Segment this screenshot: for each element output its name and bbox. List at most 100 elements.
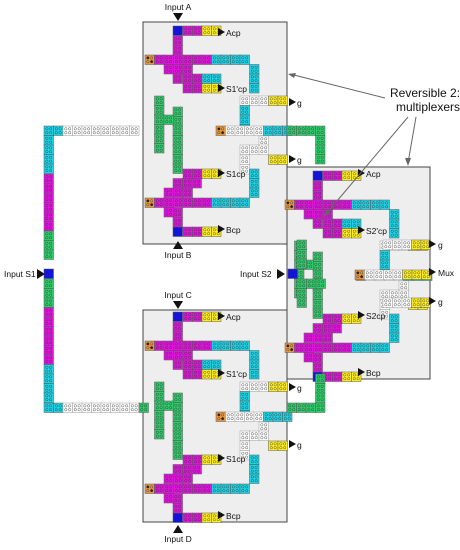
cyan-qca-cell	[389, 313, 400, 324]
blue-qca-cell	[43, 268, 54, 279]
yellow-qca-cell	[411, 297, 422, 308]
green-qca-cell	[315, 278, 326, 289]
yellow-qca-cell	[277, 154, 288, 165]
yellow-qca-cell	[201, 83, 212, 94]
cyan-qca-cell	[263, 411, 274, 422]
output-arrow-icon	[358, 368, 365, 376]
cyan-qca-cell	[43, 383, 54, 394]
cyan-qca-cell	[379, 250, 390, 261]
magenta-qca-cell	[192, 512, 203, 523]
cyan-qca-cell	[249, 369, 260, 380]
magenta-qca-cell	[332, 371, 343, 382]
magenta-qca-cell	[172, 359, 183, 370]
magenta-qca-cell	[182, 178, 193, 189]
magenta-qca-cell	[154, 54, 165, 65]
green-qca-cell	[163, 114, 174, 125]
green-qca-cell	[172, 430, 183, 441]
cyan-qca-cell	[272, 125, 283, 136]
cyan-qca-cell	[239, 400, 250, 411]
yellow-qca-cell	[411, 269, 422, 280]
white-qca-cell	[239, 430, 250, 441]
magenta-qca-cell	[332, 228, 343, 239]
cyan-qca-cell	[379, 199, 390, 210]
green-qca-cell	[312, 251, 323, 262]
green-qca-cell	[296, 239, 307, 250]
annotation-line-2: multiplexers	[396, 100, 460, 114]
white-qca-cell	[258, 95, 269, 106]
white-qca-cell	[253, 125, 264, 136]
cyan-qca-cell	[249, 83, 260, 94]
output-arrows	[218, 28, 436, 519]
magenta-qca-cell	[182, 64, 193, 75]
magenta-qca-cell	[312, 352, 323, 363]
magenta-qca-cell	[341, 199, 352, 210]
yellow-qca-cell	[201, 311, 212, 322]
cyan-qca-cell	[201, 73, 212, 84]
magenta-qca-cell	[154, 483, 165, 494]
output-arrow-icon	[358, 226, 365, 234]
green-qca-cell	[315, 383, 326, 394]
green-qca-cell	[154, 391, 165, 402]
magenta-qca-cell	[192, 226, 203, 237]
yellow-qca-cell	[268, 154, 279, 165]
white-qca-cell	[392, 239, 403, 250]
magenta-qca-cell	[312, 180, 323, 191]
yellow-qca-cell	[201, 168, 212, 179]
white-qca-cell	[62, 402, 73, 413]
magenta-qca-cell	[322, 313, 333, 324]
cyan-qca-cell	[220, 197, 231, 208]
qca-cells	[43, 25, 433, 523]
magenta-qca-cell	[191, 464, 202, 475]
output-arrow-icon	[429, 240, 436, 248]
green-qca-cell	[315, 144, 326, 155]
magenta-qca-cell	[192, 369, 203, 380]
magenta-qca-cell	[332, 342, 343, 353]
cyan-qca-cell	[230, 197, 241, 208]
magenta-qca-cell	[172, 331, 183, 342]
magenta-qca-cell	[172, 35, 183, 46]
magenta-qca-cell	[172, 464, 183, 475]
cyan-qca-cell	[249, 464, 260, 475]
magenta-qca-cell	[201, 483, 212, 494]
cyan-qca-cell	[43, 154, 54, 165]
yellow-qca-cell	[341, 228, 352, 239]
magenta-qca-cell	[163, 350, 174, 361]
white-qca-cell	[239, 154, 250, 165]
magenta-qca-cell	[322, 323, 333, 334]
magenta-qca-cell	[173, 64, 184, 75]
magenta-qca-cell	[163, 54, 174, 65]
cyan-qca-cell	[389, 332, 400, 343]
white-qca-cell	[383, 269, 394, 280]
white-qca-cell	[244, 125, 255, 136]
magenta-qca-cell	[322, 170, 333, 181]
cyan-qca-cell	[351, 199, 362, 210]
white-qca-cell	[72, 125, 83, 136]
cyan-qca-cell	[370, 199, 381, 210]
cyan-qca-cell	[351, 342, 362, 353]
magenta-qca-cell	[201, 340, 212, 351]
white-qca-cell	[373, 269, 384, 280]
green-qca-cell	[312, 289, 323, 300]
green-qca-cell	[154, 95, 165, 106]
mux2-acp-label: Acp	[366, 169, 381, 179]
green-qca-cell	[138, 402, 149, 413]
green-qca-cell	[306, 278, 317, 289]
green-qca-cell	[154, 114, 165, 125]
mux2-s2cp-label: S2cp	[366, 311, 386, 321]
magenta-qca-cell	[172, 45, 183, 56]
blue-qca-cell	[172, 512, 183, 523]
input-s1-arrow-icon	[37, 269, 45, 279]
cyan-qca-cell	[220, 340, 231, 351]
yellow-qca-cell	[268, 95, 279, 106]
mux3-g2-label: g	[297, 440, 302, 450]
white-qca-cell	[249, 430, 260, 441]
magenta-qca-cell	[43, 354, 54, 365]
magenta-qca-cell	[172, 321, 183, 332]
input-d-label: Input D	[164, 534, 191, 544]
output-arrow-icon	[289, 155, 296, 163]
magenta-qca-cell	[182, 187, 193, 198]
white-qca-cell	[129, 402, 140, 413]
white-qca-cell	[364, 269, 375, 280]
magenta-qca-cell	[182, 25, 193, 36]
